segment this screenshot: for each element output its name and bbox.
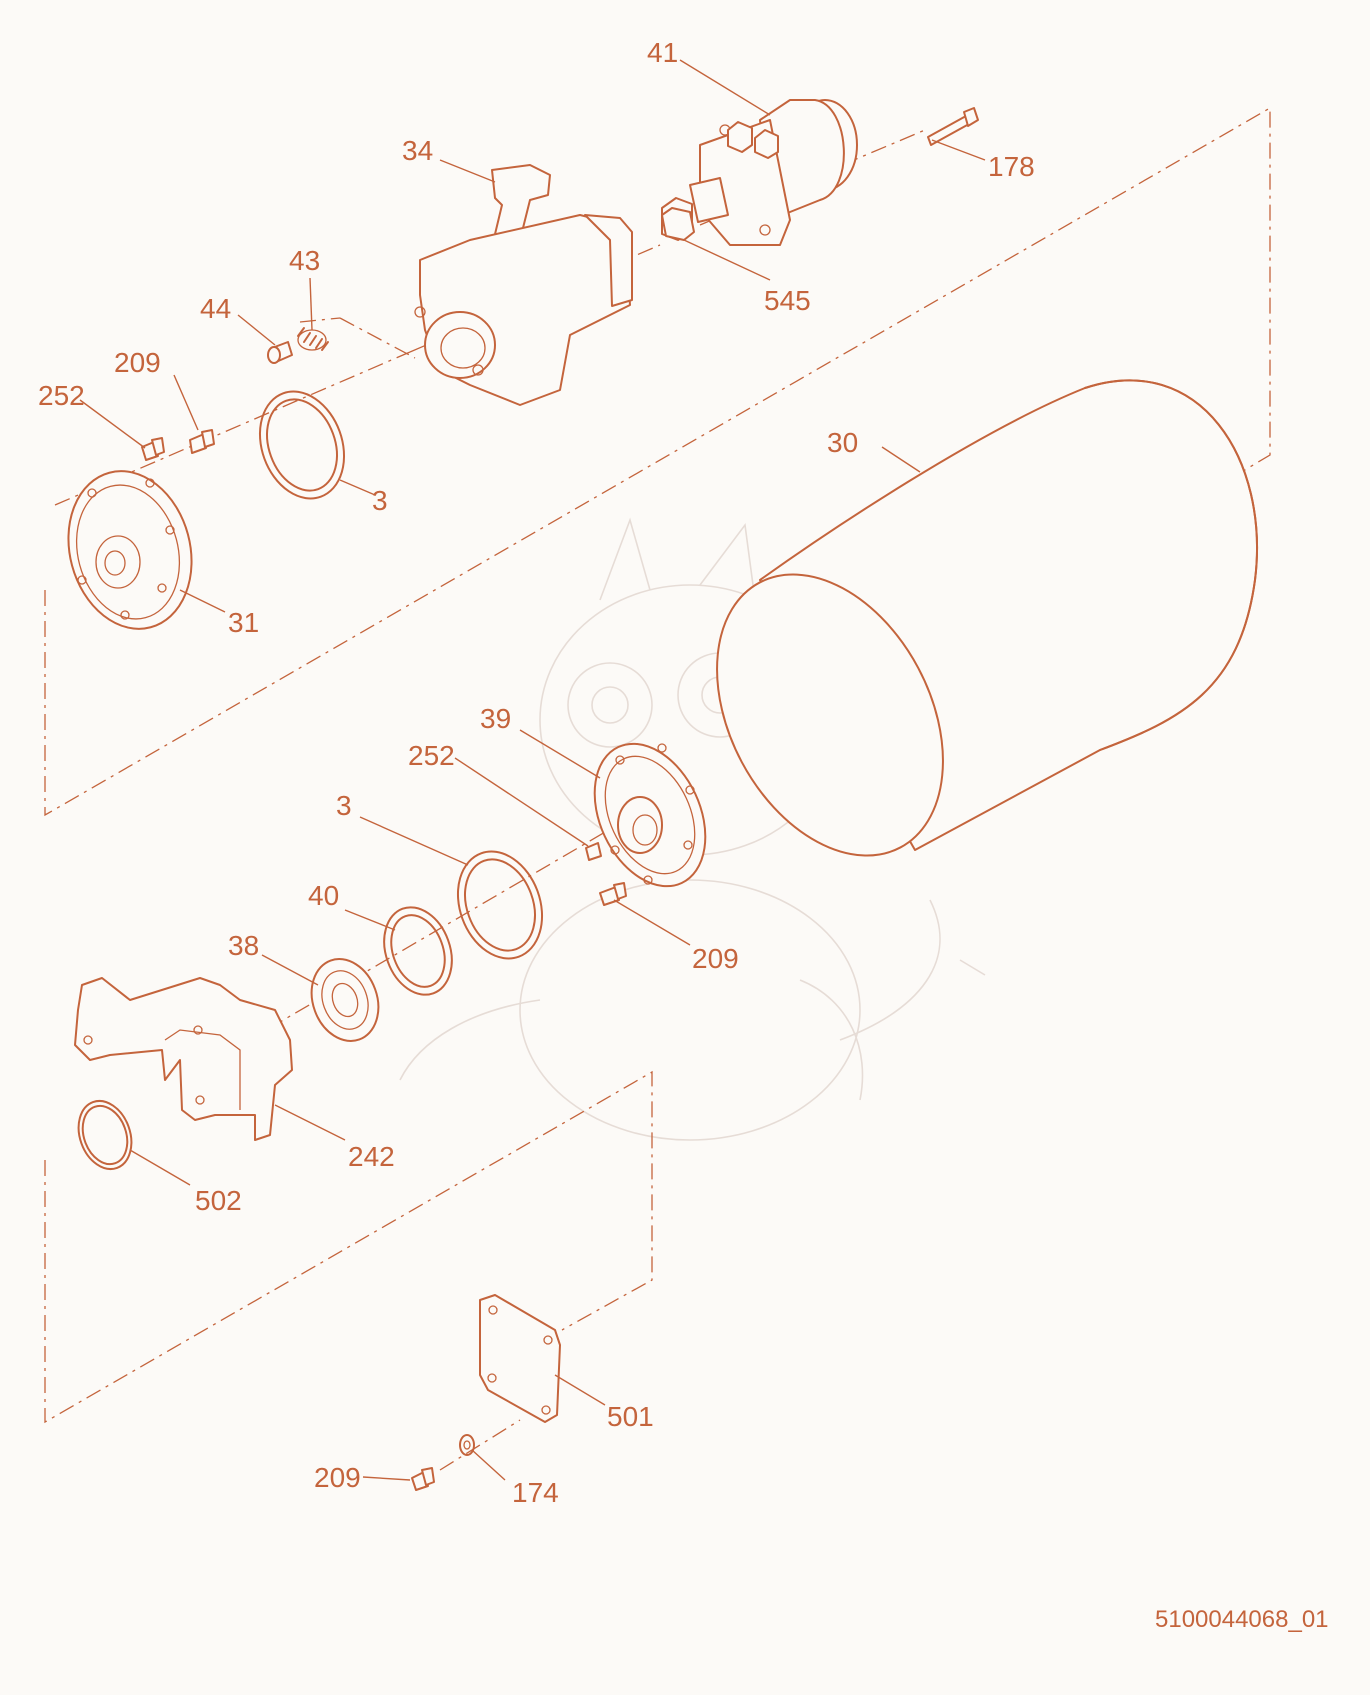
part-252-plug-lower (585, 842, 602, 861)
callout-3-upper: 3 (372, 485, 388, 516)
part-174-washer (459, 1434, 475, 1456)
part-43-spring (297, 327, 329, 351)
callout-545: 545 (764, 285, 811, 316)
callout-43: 43 (289, 245, 320, 276)
callout-40: 40 (308, 880, 339, 911)
leader-lines (79, 59, 986, 1481)
callout-242: 242 (348, 1141, 395, 1172)
part-502-o-ring (77, 1100, 133, 1170)
callout-501: 501 (607, 1401, 654, 1432)
callout-31: 31 (228, 607, 259, 638)
part-30-roller-drum (716, 379, 1258, 857)
part-38-bearing (310, 958, 380, 1042)
part-178-bolt (927, 107, 979, 146)
callout-252-lower: 252 (408, 740, 455, 771)
callout-3-lower: 3 (336, 790, 352, 821)
callout-209-middle: 209 (692, 943, 739, 974)
part-41-hydraulic-motor (661, 99, 858, 246)
callout-209-upper: 209 (114, 347, 161, 378)
part-39-end-flange (593, 742, 707, 888)
callout-44: 44 (200, 293, 231, 324)
callout-209-lower: 209 (314, 1462, 361, 1493)
part-31-flange (67, 470, 193, 630)
part-209-screw-middle (599, 882, 627, 906)
callout-30: 30 (827, 427, 858, 458)
part-242-support-bracket (74, 977, 293, 1141)
drawing-number: 5100044068_01 (1155, 1606, 1329, 1633)
part-40-retaining-ring (383, 906, 453, 996)
part-252-plug-upper (141, 437, 165, 461)
part-44-plug (267, 341, 293, 364)
part-209-screw-lower (411, 1467, 435, 1491)
callout-34: 34 (402, 135, 433, 166)
callout-174: 174 (512, 1477, 559, 1508)
part-545-nut (661, 207, 695, 241)
callout-502: 502 (195, 1185, 242, 1216)
part-3-o-ring-upper (258, 390, 346, 500)
part-3-o-ring-lower (456, 850, 544, 960)
part-209-screw-upper (189, 429, 215, 454)
part-501-cover-plate (479, 1294, 561, 1423)
callout-252-upper: 252 (38, 380, 85, 411)
callout-178: 178 (988, 151, 1035, 182)
callout-39: 39 (480, 703, 511, 734)
callout-41: 41 (647, 37, 678, 68)
callout-38: 38 (228, 930, 259, 961)
callout-labels: 41 178 34 545 43 44 209 252 3 30 31 39 2… (38, 37, 1035, 1508)
part-34-motor-bracket (414, 164, 633, 406)
